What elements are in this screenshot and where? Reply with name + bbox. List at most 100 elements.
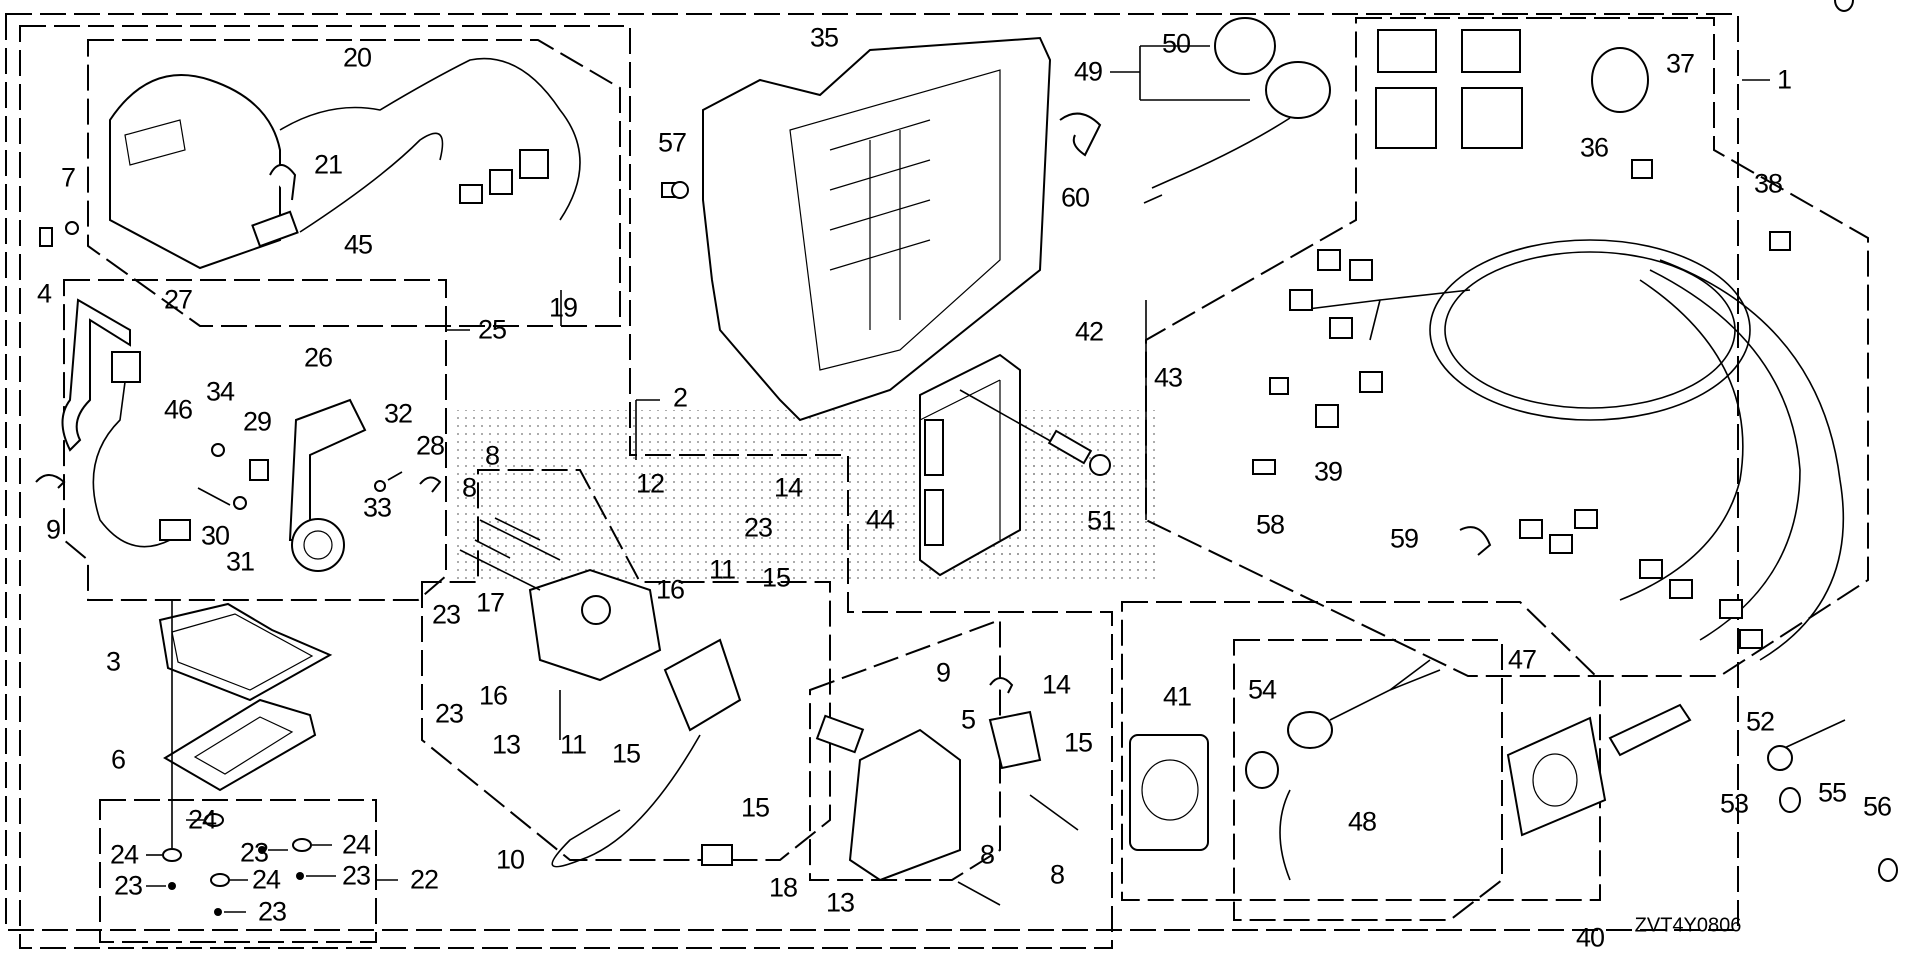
callout-32: 32 bbox=[383, 398, 413, 429]
callout-13a: 13 bbox=[491, 729, 521, 760]
callout-23f: 23 bbox=[341, 860, 371, 891]
part-nut-33 bbox=[374, 480, 386, 492]
part-bolt-8c bbox=[1029, 794, 1079, 831]
callout-8d: 8 bbox=[979, 839, 995, 870]
part-bolt-8d bbox=[957, 881, 1001, 906]
part-gasket-6 bbox=[163, 698, 317, 792]
part-tie-60 bbox=[1059, 112, 1102, 157]
callout-1: 1 bbox=[1776, 64, 1792, 95]
part-bolt-51 bbox=[959, 389, 1111, 476]
callout-58: 58 bbox=[1255, 509, 1285, 540]
callout-15c: 15 bbox=[740, 792, 770, 823]
frame-group-1 bbox=[1145, 17, 1869, 677]
part-key-switch-47 bbox=[1279, 659, 1441, 881]
callout-19: 19 bbox=[548, 292, 578, 323]
part-screw-8b bbox=[474, 539, 511, 559]
callout-8b: 8 bbox=[461, 472, 477, 503]
callout-9b: 9 bbox=[935, 657, 951, 688]
part-plate-29 bbox=[249, 459, 269, 481]
callout-42: 42 bbox=[1074, 316, 1104, 347]
callout-44: 44 bbox=[865, 504, 895, 535]
callout-23b: 23 bbox=[431, 599, 461, 630]
part-bracket-5 bbox=[988, 710, 1042, 770]
callout-12: 12 bbox=[635, 468, 665, 499]
callout-24a: 24 bbox=[187, 804, 217, 835]
part-switch-cable bbox=[251, 132, 549, 248]
callout-52: 52 bbox=[1745, 706, 1775, 737]
frame-group-19 bbox=[87, 39, 621, 327]
callout-16a: 16 bbox=[655, 574, 685, 605]
callout-3: 3 bbox=[105, 646, 121, 677]
callout-33: 33 bbox=[362, 492, 392, 523]
part-lever-bracket bbox=[61, 298, 191, 548]
part-screw-8a bbox=[494, 517, 541, 541]
part-fasteners-52-56 bbox=[1767, 0, 1898, 882]
callout-4: 4 bbox=[36, 278, 52, 309]
callout-31: 31 bbox=[225, 546, 255, 577]
callout-24b: 24 bbox=[109, 839, 139, 870]
callout-56: 56 bbox=[1862, 791, 1892, 822]
callout-5: 5 bbox=[960, 704, 976, 735]
callout-59: 59 bbox=[1389, 523, 1419, 554]
callout-47: 47 bbox=[1507, 644, 1537, 675]
callout-30: 30 bbox=[200, 520, 230, 551]
part-grommet-57 bbox=[671, 181, 689, 199]
callout-18: 18 bbox=[768, 872, 798, 903]
part-bracket-35 bbox=[702, 36, 1052, 422]
frame-group-22 bbox=[99, 799, 377, 943]
callout-20: 20 bbox=[342, 42, 372, 73]
part-clip-28 bbox=[419, 476, 442, 493]
callout-24d: 24 bbox=[251, 864, 281, 895]
callout-39: 39 bbox=[1313, 456, 1343, 487]
frame-group-controller bbox=[421, 469, 831, 861]
callout-26: 26 bbox=[303, 342, 333, 373]
callout-23g: 23 bbox=[257, 896, 287, 927]
part-main-harness bbox=[1269, 29, 1845, 661]
callout-11b: 11 bbox=[559, 729, 587, 760]
callout-15b: 15 bbox=[611, 738, 641, 769]
callout-16b: 16 bbox=[478, 680, 508, 711]
callout-49: 49 bbox=[1073, 56, 1103, 87]
part-grommets-22 bbox=[146, 813, 336, 916]
callout-29: 29 bbox=[242, 406, 272, 437]
callout-6: 6 bbox=[110, 744, 126, 775]
part-clip-21 bbox=[269, 164, 297, 201]
callout-23a: 23 bbox=[743, 512, 773, 543]
callout-15d: 15 bbox=[1063, 727, 1093, 758]
part-clip-9 bbox=[35, 474, 66, 489]
part-cover-3 bbox=[158, 602, 333, 702]
callout-11a: 11 bbox=[708, 554, 736, 585]
callout-10: 10 bbox=[495, 844, 525, 875]
callout-35: 35 bbox=[809, 22, 839, 53]
part-nut-54 bbox=[1245, 751, 1279, 789]
callout-46: 46 bbox=[163, 394, 193, 425]
callout-23d: 23 bbox=[239, 837, 269, 868]
watermark-dots bbox=[455, 410, 1160, 580]
callout-54: 54 bbox=[1247, 674, 1277, 705]
callout-37: 37 bbox=[1665, 48, 1695, 79]
frame-group-47 bbox=[1233, 639, 1503, 921]
callout-38: 38 bbox=[1753, 168, 1783, 199]
callout-36: 36 bbox=[1579, 132, 1609, 163]
callout-9a: 9 bbox=[45, 514, 61, 545]
frame-group-2 bbox=[19, 25, 1113, 949]
callout-15a: 15 bbox=[761, 562, 791, 593]
callout-23c: 23 bbox=[434, 698, 464, 729]
part-tie-59 bbox=[1459, 526, 1492, 556]
part-controller bbox=[459, 519, 961, 882]
callout-48: 48 bbox=[1347, 806, 1377, 837]
part-clip-4 bbox=[39, 227, 53, 247]
callout-24c: 24 bbox=[341, 829, 371, 860]
part-caps-49-50 bbox=[1143, 17, 1331, 204]
callout-2: 2 bbox=[672, 382, 688, 413]
callout-43: 43 bbox=[1153, 362, 1183, 393]
part-display-unit bbox=[109, 57, 581, 270]
diagram-code: ZVT4Y0806 bbox=[1634, 914, 1742, 937]
part-lever-26 bbox=[288, 398, 367, 572]
part-connector-58 bbox=[1252, 459, 1276, 475]
callout-45: 45 bbox=[343, 229, 373, 260]
callout-8a: 8 bbox=[484, 440, 500, 471]
callout-7: 7 bbox=[60, 162, 76, 193]
callout-40: 40 bbox=[1575, 922, 1605, 953]
